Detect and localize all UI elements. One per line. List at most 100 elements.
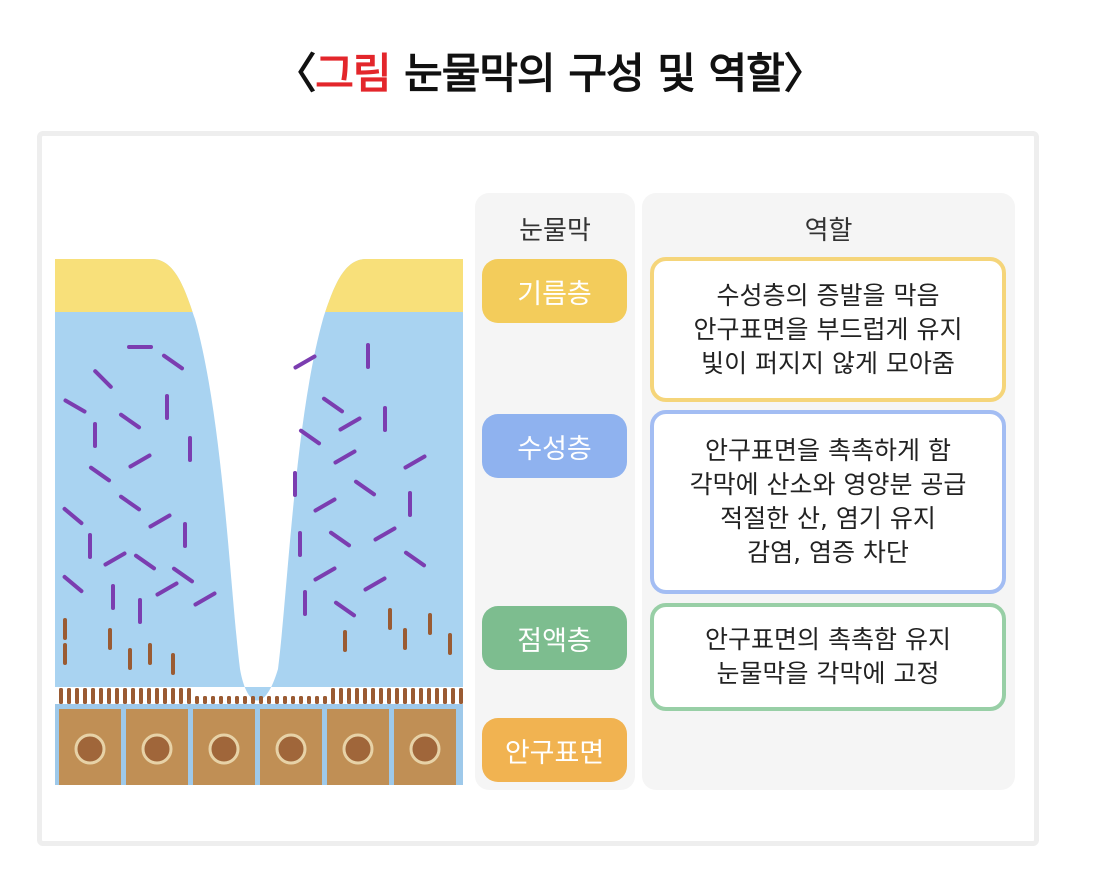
- microvillus: [259, 696, 263, 704]
- aqueous-molecule: [321, 396, 345, 414]
- title-accent: 그림: [315, 49, 391, 98]
- aqueous-molecule: [193, 591, 217, 607]
- role-column-header: 역할: [804, 216, 853, 246]
- aqueous-molecule: [298, 428, 322, 446]
- cell-nucleus: [342, 733, 374, 765]
- microvillus: [363, 688, 367, 704]
- microvilli: [59, 688, 463, 704]
- microvillus: [347, 688, 351, 704]
- aqueous-molecule: [338, 416, 362, 432]
- role-line: 안구표면의 촉촉함 유지: [705, 625, 951, 654]
- microvillus: [251, 696, 255, 704]
- microvillus: [211, 696, 215, 704]
- aqueous-molecule: [118, 412, 142, 430]
- aqueous-molecule: [88, 465, 112, 483]
- aqueous-molecule: [118, 494, 142, 512]
- microvillus: [131, 688, 135, 704]
- microvillus: [307, 696, 311, 704]
- microvillus: [275, 696, 279, 704]
- cell-nucleus: [275, 733, 307, 765]
- aqueous-molecule: [403, 550, 427, 568]
- aqueous-molecule: [333, 449, 357, 465]
- microvillus: [195, 696, 199, 704]
- microvillus: [299, 696, 303, 704]
- microvillus: [155, 688, 159, 704]
- microvillus: [323, 696, 327, 704]
- role-box-aqueous: 안구표면을 촉촉하게 함 각막에 산소와 영양분 공급 적절한 산, 염기 유지…: [650, 410, 1006, 594]
- microvillus: [331, 688, 335, 704]
- microvillus: [107, 688, 111, 704]
- microvillus: [219, 696, 223, 704]
- microvillus: [395, 688, 399, 704]
- cell-nucleus: [74, 733, 106, 765]
- role-line: 감염, 염증 차단: [747, 538, 909, 567]
- aqueous-molecule: [133, 553, 157, 571]
- role-box-mucin: 안구표면의 촉촉함 유지 눈물막을 각막에 고정: [650, 603, 1006, 711]
- microvillus: [387, 688, 391, 704]
- cell-nucleus: [208, 733, 240, 765]
- aqueous-molecule: [63, 398, 87, 414]
- microvillus: [235, 696, 239, 704]
- microvillus: [179, 688, 183, 704]
- microvillus: [355, 688, 359, 704]
- microvillus: [339, 688, 343, 704]
- role-box-oil: 수성층의 증발을 막음 안구표면을 부드럽게 유지 빛이 퍼지지 않게 모아줌: [650, 257, 1006, 402]
- microvillus: [435, 688, 439, 704]
- aqueous-molecule: [62, 574, 84, 594]
- microvillus: [227, 696, 231, 704]
- microvillus: [83, 688, 87, 704]
- oil-layer: [55, 259, 463, 312]
- aqueous-molecules: [62, 343, 427, 624]
- microvillus: [123, 688, 127, 704]
- layer-pill-aqueous: 수성층: [482, 414, 627, 478]
- microvillus: [291, 696, 295, 704]
- microvillus: [459, 688, 463, 704]
- cell-nucleus: [141, 733, 173, 765]
- microvillus: [139, 688, 143, 704]
- aqueous-molecule: [155, 581, 179, 597]
- aqueous-molecule: [171, 566, 195, 584]
- microvillus: [379, 688, 383, 704]
- aqueous-molecule: [353, 479, 377, 497]
- microvillus: [115, 688, 119, 704]
- aqueous-molecule: [403, 454, 427, 470]
- title-bracket-open: 〈: [274, 49, 316, 98]
- aqueous-layer: [55, 259, 463, 701]
- microvillus: [427, 688, 431, 704]
- microvillus: [267, 696, 271, 704]
- microvillus: [75, 688, 79, 704]
- epithelial-cells: [55, 704, 463, 785]
- role-line: 눈물막을 각막에 고정: [716, 659, 940, 688]
- microvillus: [59, 688, 63, 704]
- aqueous-molecule: [161, 353, 185, 371]
- microvillus: [147, 688, 151, 704]
- aqueous-molecule: [148, 513, 172, 529]
- layer-pill-ocular-surface: 안구표면: [482, 718, 627, 782]
- microvillus: [315, 696, 319, 704]
- tear-film-illustration: [55, 259, 463, 785]
- microvillus: [243, 696, 247, 704]
- microvillus: [451, 688, 455, 704]
- aqueous-molecule: [128, 453, 152, 469]
- layer-column-header: 눈물막: [519, 216, 591, 246]
- aqueous-molecule: [373, 526, 397, 542]
- role-line: 안구표면을 촉촉하게 함: [705, 436, 951, 465]
- microvillus: [171, 688, 175, 704]
- role-line: 적절한 산, 염기 유지: [720, 504, 936, 533]
- layer-pill-mucin: 점액층: [482, 606, 627, 670]
- layer-pill-oil: 기름층: [482, 259, 627, 323]
- role-line: 각막에 산소와 영양분 공급: [689, 470, 967, 499]
- aqueous-molecule: [328, 530, 352, 548]
- microvillus: [443, 688, 447, 704]
- microvillus: [163, 688, 167, 704]
- aqueous-molecule: [313, 566, 337, 582]
- role-line: 수성층의 증발을 막음: [716, 280, 940, 310]
- aqueous-molecule: [293, 354, 317, 370]
- cell-nucleus: [409, 733, 441, 765]
- aqueous-molecule: [93, 369, 113, 389]
- microvillus: [403, 688, 407, 704]
- aqueous-molecule: [103, 551, 127, 567]
- microvillus: [203, 696, 207, 704]
- microvillus: [411, 688, 415, 704]
- microvillus: [67, 688, 71, 704]
